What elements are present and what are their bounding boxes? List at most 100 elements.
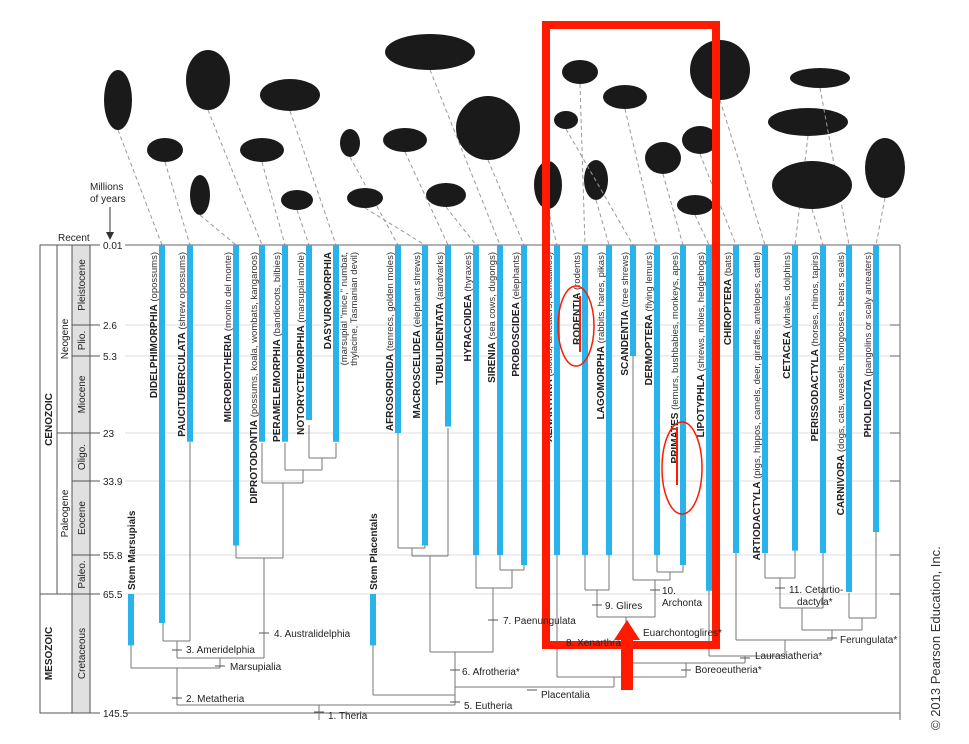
node-label: Archonta (662, 598, 702, 609)
tick-label: 33.9 (103, 477, 123, 488)
lineage-label: DIPROTODONTIA (possums, koala, wombats, … (249, 252, 260, 504)
lineage-label: Stem Marsupials (127, 510, 138, 590)
animal-silhouette-icon (190, 175, 210, 215)
animal-silhouette-icon (772, 161, 852, 209)
lineage-common-name: (lemurs, bushbabies, monkeys, apes) (670, 252, 681, 413)
lineage-label: CETACEA (whales, dolphins) (782, 252, 793, 379)
lineage-common-name: (marsupial mole) (296, 252, 307, 325)
lineage-name: CARNIVORA (836, 455, 847, 516)
lineage-name: PERAMELEMORPHIA (272, 339, 283, 442)
lineage-common-name: (bats) (723, 252, 734, 279)
animal-silhouette-icon (645, 142, 681, 174)
lineage-common-name: (tenrecs, golden moles) (385, 252, 396, 354)
connector-dash (699, 153, 737, 246)
lineage-name: SIRENIA (487, 342, 498, 383)
lineage-name: PAUCITUBERCULATA (177, 332, 188, 436)
lineage-label: NOTORYCTEMORPHIA (marsupial mole) (296, 252, 307, 435)
connector-dash (547, 208, 558, 246)
lineage-label: HYRACOIDEA (hyraxes) (463, 252, 474, 361)
node-label: 7. Paenungulata (503, 616, 576, 627)
arrow-up-icon (614, 620, 640, 690)
lineage-common-name: (monito del monte) (223, 252, 234, 334)
epoch-label: Plio. (77, 331, 88, 350)
connector-dash (624, 108, 658, 246)
connector-dash (694, 214, 710, 246)
lineage-common-name: (pigs, hippos, camels, deer, giraffes, a… (752, 252, 763, 482)
lineage-name: RODENTIA (572, 293, 583, 345)
lineage-name: DIPROTODONTIA (249, 420, 260, 504)
lineage-common-name: (dogs, cats, weasels, mongooses, bears, … (836, 252, 847, 455)
connector-dash (794, 135, 809, 246)
node-label: Ferungulata* (840, 635, 897, 646)
lineage-label: RODENTIA (rodents) (572, 252, 583, 345)
lineage-label: SIRENIA (sea cows, dugongs) (487, 252, 498, 383)
lineage-label: LAGOMORPHA (rabbits, hares, pikas) (596, 252, 607, 419)
lineage-name: PROBOSCIDEA (511, 302, 522, 376)
animal-silhouette-icon (383, 128, 427, 152)
lineage-common-name: (rabbits, hares, pikas) (596, 252, 607, 346)
lineage-label: AFROSORICIDA (tenrecs, golden moles) (385, 252, 396, 431)
period-label: Paleogene (60, 489, 71, 537)
animal-silhouette-icon (186, 50, 230, 110)
connector-dash (199, 214, 237, 246)
animal-silhouette-icon (340, 129, 360, 157)
lineage-common-name: (shrew opossums) (177, 252, 188, 332)
animal-silhouette-icon (385, 34, 475, 70)
connector-dash (429, 69, 501, 246)
lineage-label: TUBULIDENTATA (aardvarks) (435, 252, 446, 385)
lineage-common-name: (sea cows, dugongs) (487, 252, 498, 342)
lineage-label: PROBOSCIDEA (elephants) (511, 252, 522, 377)
epoch-label: Miocene (77, 375, 88, 413)
connector-dash (207, 109, 263, 246)
animal-silhouette-icon (562, 60, 598, 84)
connector-dash (296, 209, 310, 246)
epoch-label: Eocene (77, 501, 88, 535)
period-label: Neogene (60, 318, 71, 359)
node-label: dactyla* (797, 597, 833, 608)
axis-title: of years (90, 194, 126, 205)
lineage-name: PRIMATES (670, 412, 681, 463)
timescale-box (39, 244, 91, 714)
era-label: CENOZOIC (44, 393, 55, 446)
lineage-label: SCANDENTIA (tree shrews) (620, 252, 631, 376)
lineage-name: HYRACOIDEA (463, 294, 474, 361)
connector-dash (364, 207, 426, 246)
connector-dash (261, 161, 286, 246)
lineage-name: SCANDENTIA (620, 310, 631, 376)
tick-label: 5.3 (103, 352, 117, 363)
connector-dash (487, 159, 525, 246)
connector-dash (875, 197, 886, 246)
animal-silhouette-icon (147, 138, 183, 162)
node-label: Boreoeutheria* (695, 665, 762, 676)
lineage-label: LIPOTYPHLA (shrews, moles, hedgehogs) (696, 252, 707, 437)
node-label: Marsupialia (230, 662, 282, 673)
lineage-label: PERISSODACTYLA (horses, rhinos, tapirs) (810, 252, 821, 441)
lineage-name: LAGOMORPHA (596, 346, 607, 419)
node-label: 3. Ameridelphia (186, 645, 255, 656)
lineage-name: CHIROPTERA (723, 279, 734, 345)
animal-silhouette-icon (426, 183, 466, 207)
node-label: 6. Afrotheria* (462, 667, 520, 678)
lineage-label: PHOLIDOTA (pangolins or scaly anteaters) (863, 252, 874, 437)
lineage-label: DIDELPHIMORPHIA (opossums) (149, 252, 160, 398)
axis-title: Millions (90, 182, 123, 193)
lineage-common-name: (tree shrews) (620, 252, 631, 310)
animal-silhouette-icon (865, 138, 905, 198)
node-label: 4. Australidelphia (274, 629, 351, 640)
lineage-name: DERMOPTERA (644, 314, 655, 385)
connector-dash (595, 199, 610, 246)
node-label: 5. Eutheria (464, 701, 513, 712)
lineage-name: MACROSCELIDEA (412, 330, 423, 418)
tick-label: 145.5 (103, 709, 128, 720)
node-label: 1. Theria (328, 711, 368, 722)
lineage-common-name: (rodents) (572, 252, 583, 293)
lineage-name: Stem Marsupials (127, 510, 138, 590)
lineage-name: TUBULIDENTATA (435, 303, 446, 385)
animal-silhouette-icon (240, 138, 284, 162)
lineage-name: MICROBIOTHERIA (223, 334, 234, 422)
lineage-name: Stem Placentals (369, 513, 380, 590)
lineage-common-name: (shrews, moles, hedgehogs) (696, 252, 707, 374)
node-label: 10. (662, 586, 676, 597)
node-label: 11. Cetartio- (789, 585, 843, 596)
tick-label: 23 (103, 429, 115, 440)
